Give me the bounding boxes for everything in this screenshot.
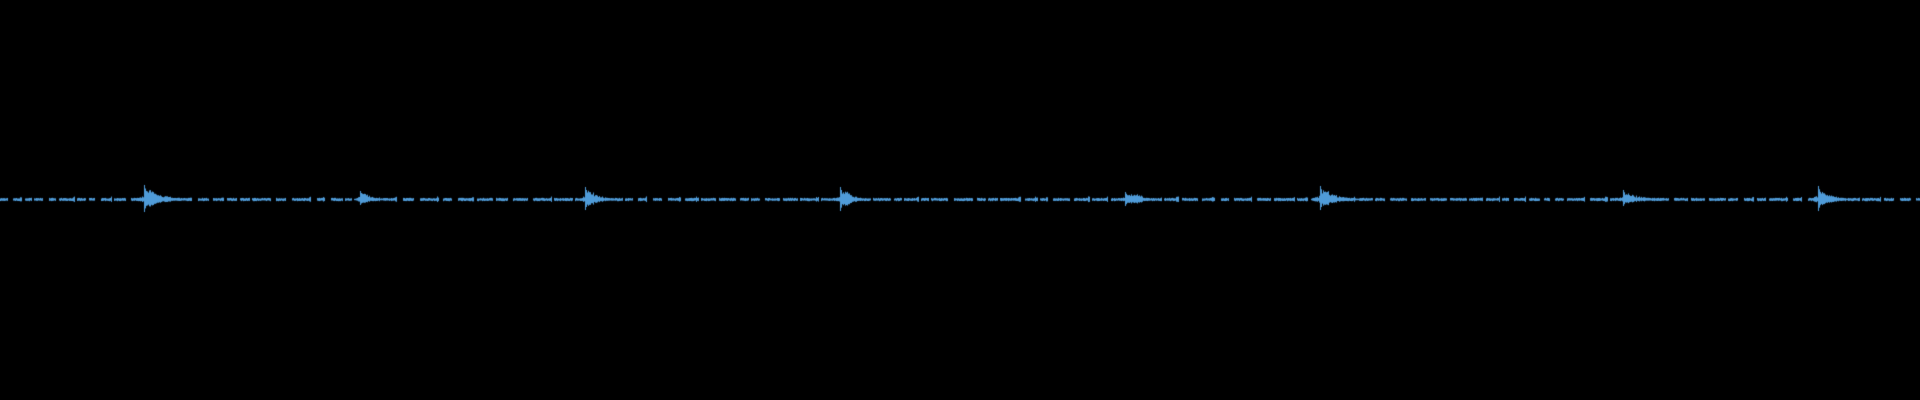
waveform-display[interactable]	[0, 0, 1920, 400]
waveform-panel	[0, 0, 1920, 400]
